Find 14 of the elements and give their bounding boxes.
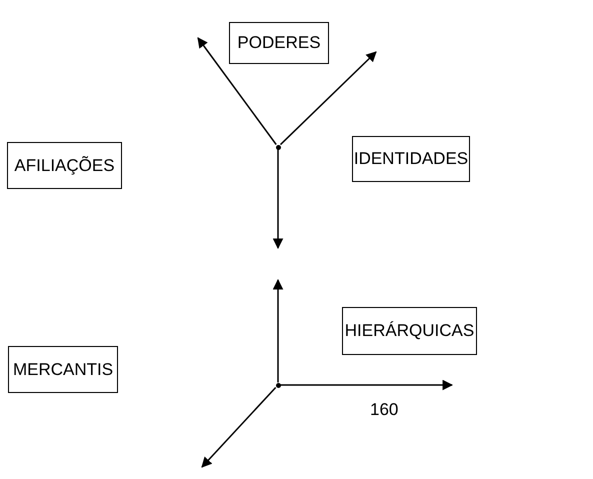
junction-dot (276, 144, 280, 150)
label-box: AFILIAÇÕES (7, 142, 122, 189)
arrow (280, 51, 377, 146)
arrow (280, 380, 454, 390)
label-box: MERCANTIS (8, 346, 118, 393)
label-box: IDENTIDADES (352, 136, 470, 182)
arrow (201, 387, 276, 468)
number-label: 160 (370, 400, 398, 420)
arrow (197, 37, 277, 145)
arrow (272, 278, 284, 382)
label-box: HIERÁRQUICAS (342, 307, 477, 355)
label-box: PODERES (229, 22, 329, 64)
junction-dot (276, 382, 280, 388)
arrow (272, 150, 284, 250)
